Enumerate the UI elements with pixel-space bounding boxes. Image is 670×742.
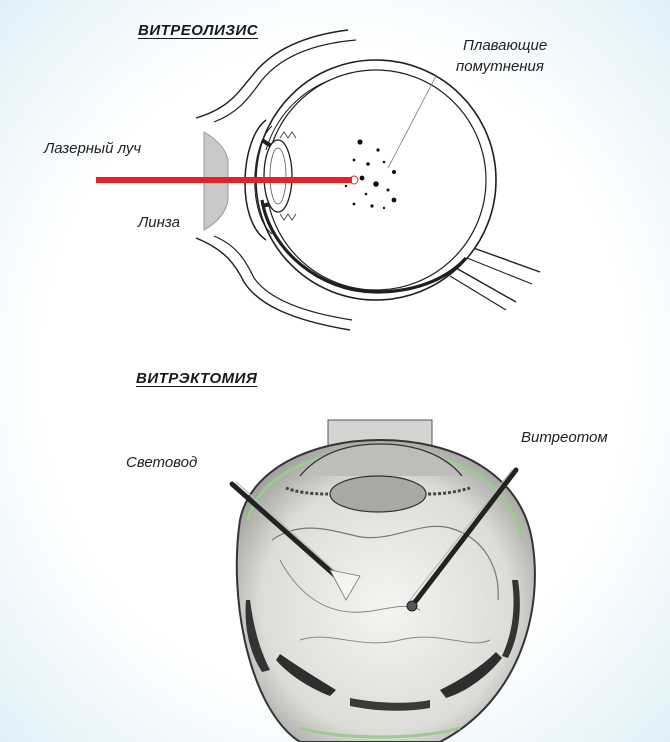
vitreotome-shaft-highlight xyxy=(409,469,513,601)
light-guide-label: Световод xyxy=(126,454,198,471)
floater-dot xyxy=(352,158,356,162)
vitreotome-shaft xyxy=(409,467,519,609)
laser-beam-label: Лазерный луч xyxy=(44,140,142,157)
retina-band xyxy=(260,199,468,294)
floater-dot xyxy=(370,204,374,208)
vitreotome-label: Витреотом xyxy=(521,429,608,446)
floater-dot xyxy=(373,181,379,187)
choroid-patch-bottom-left xyxy=(276,654,336,696)
laser-focus xyxy=(349,175,359,185)
floater-dot xyxy=(366,162,370,166)
vitreous-fold-3 xyxy=(299,636,491,644)
bottom-crystalline-lens xyxy=(329,475,427,513)
laser-beam xyxy=(96,177,352,183)
floater-dot xyxy=(364,192,368,196)
zonule-lower xyxy=(279,213,297,221)
zonule-upper xyxy=(279,131,297,139)
upper-eyelid xyxy=(195,29,349,119)
ciliary-right xyxy=(427,486,471,496)
floater-dot xyxy=(386,188,390,192)
floater-dot xyxy=(357,139,363,145)
globe-outer xyxy=(235,438,536,742)
vitreous-fold-1 xyxy=(271,525,499,601)
optic-nerve-upper-2 xyxy=(461,255,533,285)
lower-eyelid xyxy=(195,237,351,331)
optic-nerve-upper xyxy=(467,245,541,273)
lens-label: Линза xyxy=(138,214,181,231)
choroid-patch-bottom-right xyxy=(440,652,502,698)
floater-dot xyxy=(382,160,386,164)
light-cone xyxy=(329,569,361,601)
floaters-pointer-line xyxy=(387,75,437,169)
floaters-label-line2: помутнения xyxy=(456,58,544,75)
floater-dot xyxy=(391,197,397,203)
vitreotome-tip xyxy=(406,600,418,612)
floater-dot xyxy=(382,206,386,210)
crystalline-lens xyxy=(263,139,293,213)
crystalline-lens-inner xyxy=(269,147,287,205)
lower-eyelid-inner xyxy=(213,235,353,321)
upper-eyelid-inner xyxy=(213,39,357,123)
optic-nerve-lower-2 xyxy=(449,275,507,311)
light-guide-shaft xyxy=(229,481,341,581)
retina-band-upper xyxy=(265,79,331,151)
floater-dot xyxy=(352,202,356,206)
floater-dot xyxy=(392,170,396,174)
light-guide-shaft-highlight xyxy=(235,481,337,573)
vitrectomy-heading: ВИТРЭКТОМИЯ xyxy=(136,370,258,387)
anterior-dome xyxy=(299,443,463,477)
floater-dot xyxy=(359,175,365,181)
floater-dot xyxy=(376,148,380,152)
choroid-patch-bottom xyxy=(350,698,430,711)
choroid-patch-left xyxy=(245,600,270,672)
ciliary-left xyxy=(285,486,329,496)
vitreolysis-heading: ВИТРЕОЛИЗИС xyxy=(138,22,259,39)
vitreous-fold-2 xyxy=(279,559,421,613)
floaters-label-line1: Плавающие xyxy=(463,37,548,54)
floaters-cluster xyxy=(344,139,397,210)
choroid-patch-right xyxy=(502,580,520,658)
globe-bottom-rim xyxy=(299,726,461,739)
optic-nerve-lower xyxy=(455,267,517,303)
floater-dot xyxy=(344,184,348,188)
